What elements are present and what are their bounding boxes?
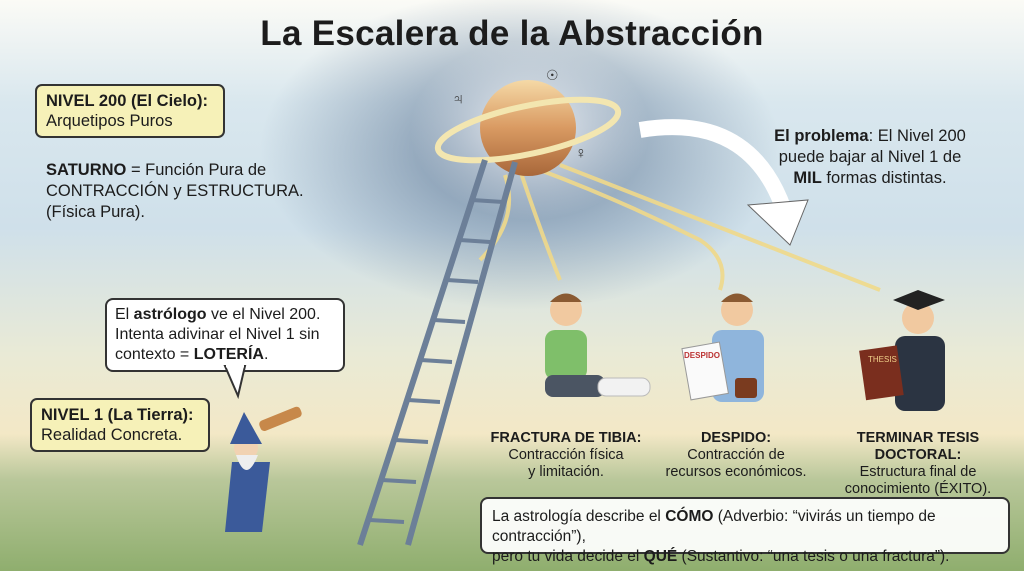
level-200-box: NIVEL 200 (El Cielo): Arquetipos Puros	[35, 84, 225, 138]
conclusion-box: La astrología describe el CÓMO (Adverbio…	[480, 497, 1010, 565]
problem-t3: formas distintas.	[821, 169, 947, 187]
problem-text: El problema: El Nivel 200 puede bajar al…	[745, 126, 995, 189]
astro-t1: ve el Nivel 200.	[206, 306, 321, 323]
level-1-box: NIVEL 1 (La Tierra): Realidad Concreta.	[30, 398, 210, 452]
astro-t3: contexto =	[115, 346, 194, 363]
astro-t2: Intenta adivinar el Nivel 1 sin	[115, 326, 320, 343]
thesis-book: THESIS	[868, 355, 897, 364]
problem-t2: puede bajar al Nivel 1 de	[778, 148, 962, 166]
problem-mil: MIL	[793, 169, 822, 187]
saturn-bold: SATURNO	[46, 161, 127, 179]
scenario-line: Contracción de	[687, 447, 785, 463]
conclusion-que: QUÉ	[643, 548, 678, 565]
level-200-heading: NIVEL 200 (El Cielo):	[46, 92, 208, 110]
problem-bold: El problema	[774, 127, 869, 145]
ladder-icon	[357, 159, 518, 546]
person-fracture-icon	[545, 293, 651, 397]
saturn-description: SATURNO = Función Pura de CONTRACCIÓN y …	[46, 160, 304, 223]
scenario-line: recursos económicos.	[665, 464, 807, 480]
conclusion-t3: pero tu vida decide el	[492, 548, 644, 565]
astro-pre: El	[115, 306, 134, 323]
venus-symbol-icon: ♀	[575, 145, 587, 162]
jupiter-symbol-icon: ♃	[452, 91, 464, 108]
scenario-line: Contracción física	[508, 447, 624, 463]
saturn-icon	[434, 80, 622, 176]
conclusion-t2: (Adverbio: “vivirás un tiempo de contrac…	[492, 508, 936, 545]
level-200-text: Arquetipos Puros	[46, 112, 173, 130]
page-title: La Escalera de la Abstracción	[260, 14, 764, 53]
scenario-line: conocimiento (ÉXITO).	[844, 481, 992, 497]
scenario-line: Estructura final de	[859, 464, 977, 480]
scenario-line: y limitación.	[528, 464, 604, 480]
saturn-line3: (Física Pura).	[46, 203, 146, 221]
person-graduate-icon: THESIS	[859, 290, 945, 411]
dismissal-letter: DESPIDO	[684, 351, 720, 360]
astrologer-icon	[225, 406, 302, 532]
astro-t4: .	[263, 346, 269, 363]
sun-symbol-icon: ☉	[546, 67, 559, 83]
level-1-heading: NIVEL 1 (La Tierra):	[41, 406, 194, 424]
astro-bold: astrólogo	[133, 306, 207, 323]
saturn-line1: = Función Pura de	[126, 161, 267, 179]
conclusion-t1: La astrología describe el	[492, 508, 666, 525]
scenario-title: DESPIDO:	[700, 430, 772, 446]
conclusion-como: CÓMO	[665, 508, 714, 525]
conclusion-t4: (Sustantivo: “una tesis o una fractura”)…	[677, 548, 950, 565]
saturn-line2: CONTRACCIÓN y ESTRUCTURA.	[46, 182, 304, 200]
scenario-thesis: TERMINAR TESIS DOCTORAL: Estructura fina…	[818, 430, 1018, 498]
astrologer-speech-bubble: El astrólogo ve el Nivel 200. Intenta ad…	[105, 298, 345, 372]
level-1-text: Realidad Concreta.	[41, 426, 183, 444]
person-fired-icon: DESPIDO	[681, 293, 764, 402]
problem-t1: : El Nivel 200	[868, 127, 966, 145]
scenario-title: FRACTURA DE TIBIA:	[490, 430, 642, 446]
scenario-title: TERMINAR TESIS DOCTORAL:	[856, 430, 980, 463]
astro-loteria: LOTERÍA	[193, 346, 264, 363]
